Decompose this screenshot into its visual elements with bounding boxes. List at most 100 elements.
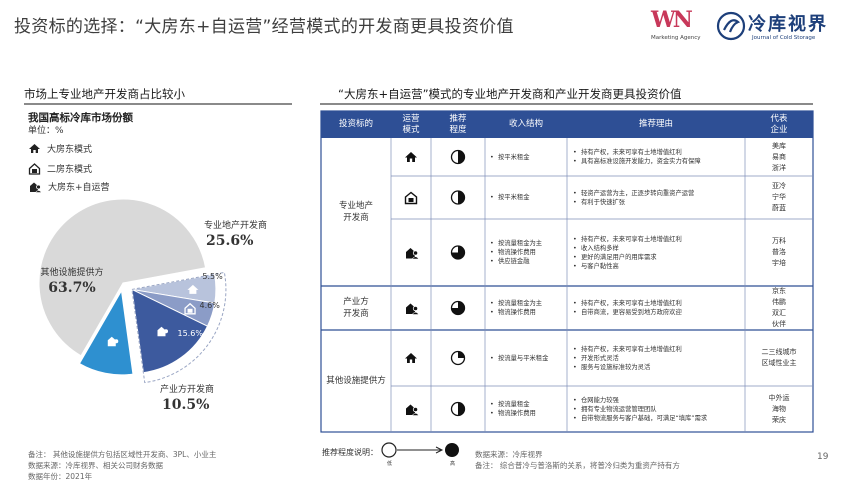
slice-value-label: 5.5% (202, 272, 223, 281)
landlord-person-icon (406, 404, 420, 416)
enterprise-cell: 京东 伟鹏 双汇 伙伴 (772, 287, 786, 328)
reason-item: 自带物流服务与客户基础，可满足“填库”需求 (572, 414, 744, 423)
note-year: 数据年份：2021年 (28, 472, 93, 480)
th-enterprise: 代表 企业 (770, 113, 788, 135)
page-title: 投资标的选择：“大房东+自运营”经营模式的开发商更具投资价值 (14, 17, 514, 37)
reason-item: 开发形式灵活 (572, 354, 744, 363)
landlord-person-icon (406, 303, 420, 315)
legend-label: 二房东模式 (47, 165, 93, 175)
house-outline-icon (404, 191, 418, 205)
th-income: 收入结构 (508, 119, 543, 129)
house-icon (405, 152, 417, 162)
legend-item-landlord: 大房东模式 (28, 142, 92, 155)
right-section-title: “大房东+自运营”模式的专业地产开发商和产业开发商更具投资价值 (338, 87, 682, 101)
pie-group-value: 10.5% (162, 397, 209, 413)
chart-title: 我国高标冷库市场份额 (28, 112, 133, 124)
page-number: 19 (817, 452, 829, 462)
reason-item: 更好的满足用户的用库需求 (572, 253, 744, 262)
reason-item: 持有产权，未来可享有土地增值红利 (572, 148, 744, 157)
reason-item: 仓网能力较强 (572, 396, 744, 405)
reason-item: 轻资产运营为主，正逐步转向重资产运营 (572, 189, 744, 198)
income-item: 按平米租金 (489, 153, 565, 162)
cold-storage-logo: 冷库视界 Journal of Cold Storage (716, 8, 846, 46)
enterprise-cell: 亚冷 宁华 蔚蓝 (772, 182, 786, 212)
house-icon (187, 284, 199, 294)
landlord-person-icon (30, 182, 42, 193)
house-icon (405, 353, 417, 363)
income-structure-cell: 按平米租金 (489, 153, 565, 162)
th-rec: 推荐 程度 (449, 113, 467, 135)
income-structure-cell: 按流量租金为主物流操作费用供应链金融 (489, 239, 565, 266)
rec-level-fill (451, 301, 465, 315)
th-mode: 运营 模式 (402, 113, 420, 135)
income-item: 供应链金融 (489, 257, 565, 266)
enterprise-cell: 中外运 海物 荣庆 (768, 393, 790, 424)
slice-value-label: 4.6% (200, 301, 221, 310)
developer-group-halo (131, 271, 227, 384)
income-item: 按平米租金 (489, 193, 565, 202)
enterprise-cell: 美库 易商 浙洋 (772, 141, 786, 172)
rec-level-fill (451, 246, 465, 260)
reason-item: 自带商流，更容易受到地方政府欢迎 (572, 308, 744, 317)
rec-level-fill (458, 351, 465, 358)
legend-label: 大房东模式 (47, 145, 93, 155)
pie-slice (78, 289, 134, 376)
logo-wn-text: Marketing Agency (651, 35, 701, 41)
income-item: 物流操作费用 (489, 409, 565, 418)
income-item: 按流量租金为主 (489, 239, 565, 248)
reason-cell: 持有产权，未来可享有土地增值红利自带商流，更容易受到地方政府欢迎 (572, 299, 744, 317)
reason-cell: 仓网能力较强拥有专业物流运营管理团队自带物流服务与客户基础，可满足“填库”需求 (572, 396, 744, 423)
income-item: 按流量与平米租金 (489, 354, 565, 363)
slice-value-label: 15.6% (178, 329, 204, 338)
left-section-title: 市场上专业地产开发商占比较小 (24, 87, 185, 101)
cold-storage-logo-icon (716, 11, 746, 41)
reason-item: 持有产权，未来可享有土地增值红利 (572, 299, 744, 308)
reason-cell: 持有产权，未来可享有土地增值红利开发形式灵活服务与设施标准较为灵活 (572, 345, 744, 372)
income-item: 物流操作费用 (489, 248, 565, 257)
legend-item-sublandlord: 二房东模式 (28, 162, 92, 175)
house-icon (29, 144, 40, 153)
enterprise-cell: 万科 普洛 宇培 (772, 237, 786, 267)
logo-wn-mark: WN (651, 7, 693, 33)
enterprise-cell: 二三线城市 区域性业主 (761, 348, 797, 367)
left-section-divider (24, 103, 292, 105)
pie-group-value: 25.6% (206, 233, 253, 249)
legend-label: 大房东+自运营 (48, 183, 110, 193)
marketing-agency-logo: WN Marketing Agency (651, 8, 709, 46)
rec-legend-scale (381, 442, 459, 458)
note-source: 数据来源：冷库视界、相关公司财务数据 (28, 461, 163, 470)
reason-item: 与客户黏性高 (572, 262, 744, 271)
rec-level-fill (458, 191, 465, 204)
income-item: 物流操作费用 (489, 308, 565, 317)
pie-slice (38, 198, 207, 357)
rec-level-fill (458, 402, 465, 416)
house-outline-icon (184, 302, 196, 315)
reason-item: 具有高标准设施开发能力，资金实力有保障 (572, 157, 744, 166)
reason-item: 有利于快速扩张 (572, 198, 744, 207)
landlord-person-icon (107, 336, 119, 347)
note-remark: 备注： 其他设施提供方包括区域性开发商、3PL、小业主 (28, 450, 217, 459)
landlord-person-icon (157, 326, 169, 337)
income-item: 按流量租金 (489, 400, 565, 409)
income-structure-cell: 按流量与平米租金 (489, 354, 565, 363)
th-target: 投资标的 (338, 119, 373, 129)
income-structure-cell: 按流量租金为主物流操作费用 (489, 299, 565, 317)
reason-cell: 持有产权，未来可享有土地增值红利具有高标准设施开发能力，资金实力有保障 (572, 148, 744, 166)
reason-item: 持有产权，未来可享有土地增值红利 (572, 235, 744, 244)
rec-level-fill (458, 150, 465, 164)
chart-unit: 单位：% (28, 126, 64, 136)
pie-group-label: 其他设施提供方 (40, 266, 103, 278)
pie-group-value: 63.7% (48, 280, 95, 296)
rec-low-label: 低 (387, 461, 393, 467)
pie-group-label: 产业方开发商 (160, 383, 214, 395)
rec-legend-label: 推荐程度说明： (322, 448, 378, 457)
pie-group-label: 专业地产开发商 (204, 219, 267, 231)
income-structure-cell: 按平米租金 (489, 193, 565, 202)
income-item: 按流量租金为主 (489, 299, 565, 308)
reason-item: 收入结构多样 (572, 244, 744, 253)
landlord-person-icon (406, 248, 420, 260)
table-group-label: 专业地产 开发商 (338, 201, 373, 223)
right-source: 数据来源：冷库视界 (475, 450, 543, 459)
right-section-divider (320, 103, 813, 105)
